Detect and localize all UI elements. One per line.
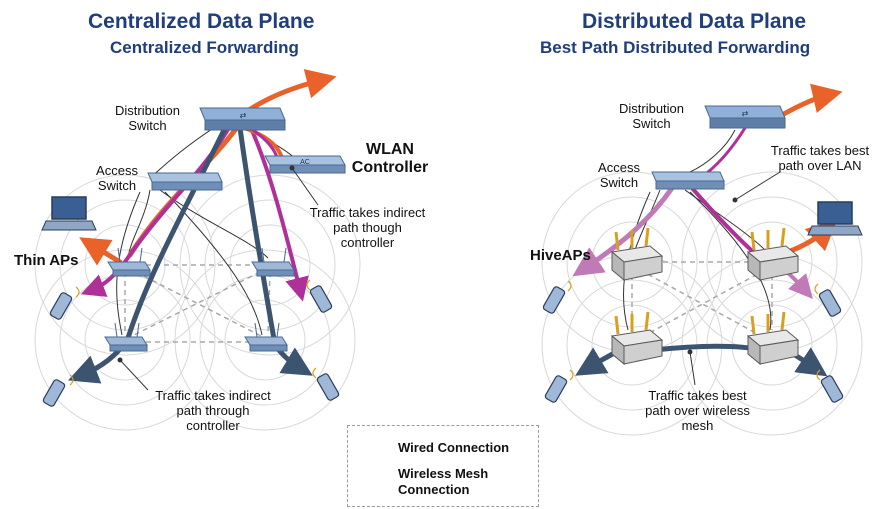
- right-distribution-switch-icon: ⇄: [704, 105, 786, 129]
- right-title: Distributed Data Plane: [582, 10, 807, 33]
- hiveaps-label: HiveAPs: [530, 247, 591, 264]
- hiveap-icon: [746, 227, 800, 282]
- hiveap-icon: [610, 227, 664, 282]
- thin-ap-icon: [104, 322, 148, 352]
- left-title: Centralized Data Plane: [88, 10, 315, 33]
- wlan-controller-label: WLAN Controller: [351, 141, 429, 176]
- right-lan-note: Traffic takes best path over LAN: [770, 143, 870, 173]
- thin-ap-icon: [244, 322, 288, 352]
- thin-ap-icon: [107, 247, 151, 277]
- phone-icon: [814, 283, 842, 317]
- left-access-switch-label: Access Switch: [96, 163, 138, 193]
- phone-icon: [544, 369, 574, 403]
- right-subtitle: Best Path Distributed Forwarding: [540, 38, 811, 57]
- thin-aps-label: Thin APs: [14, 252, 79, 269]
- wlan-controller-icon: AC: [264, 155, 346, 174]
- hiveap-icon: [746, 311, 800, 366]
- phone-icons: [42, 279, 844, 407]
- legend-wireless-label: Wireless Mesh Connection: [398, 466, 489, 497]
- hiveap-icons: [610, 227, 800, 366]
- phone-icon: [542, 280, 572, 314]
- annotation-leaders: [117, 165, 781, 391]
- thin-ap-icon: [251, 247, 295, 277]
- phone-icon: [306, 279, 333, 313]
- laptop-icon: [807, 201, 863, 236]
- left-access-switch-icon: [147, 172, 223, 191]
- left-controller-note: Traffic takes indirect path though contr…: [309, 205, 426, 250]
- thin-ap-icons: [104, 247, 295, 352]
- right-traffic-flows: [572, 83, 843, 377]
- legend: Wired Connection Wireless Mesh Connectio…: [347, 425, 539, 507]
- phone-icon: [49, 286, 80, 320]
- phone-icon: [816, 369, 844, 403]
- phone-icon: [42, 374, 74, 407]
- phone-icon: [312, 367, 340, 401]
- hiveap-icon: [610, 311, 664, 366]
- left-subtitle: Centralized Forwarding: [110, 38, 299, 57]
- legend-wired-label: Wired Connection: [398, 440, 510, 455]
- left-distribution-switch-label: Distribution Switch: [114, 103, 181, 133]
- left-distribution-switch-icon: ⇄: [199, 107, 286, 131]
- right-distribution-switch-label: Distribution Switch: [618, 101, 685, 131]
- right-access-switch-label: Access Switch: [598, 160, 640, 190]
- right-access-switch-icon: [651, 171, 725, 190]
- svg-text:⇄: ⇄: [240, 111, 247, 120]
- left-bottom-note: Traffic takes indirect path through cont…: [155, 388, 271, 433]
- svg-text:AC: AC: [300, 159, 310, 166]
- laptop-icon: [41, 196, 97, 231]
- svg-text:⇄: ⇄: [742, 109, 749, 118]
- right-mesh-note: Traffic takes best path over wireless me…: [645, 388, 750, 433]
